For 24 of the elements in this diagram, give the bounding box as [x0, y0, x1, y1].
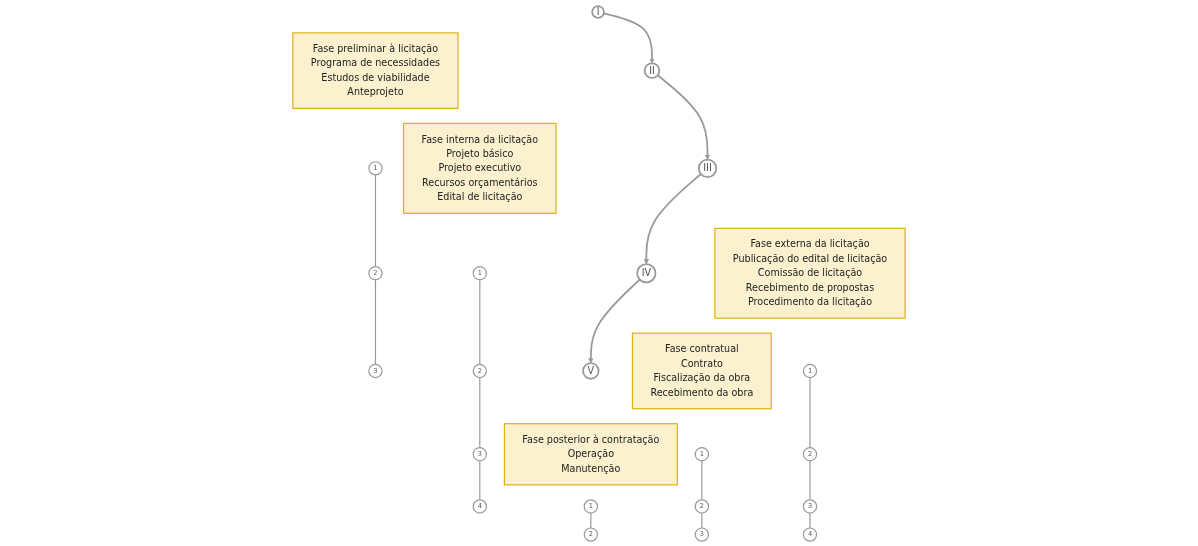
arrow — [656, 74, 711, 160]
connector — [479, 376, 481, 449]
node-circle: III — [697, 158, 718, 178]
connector — [479, 460, 481, 501]
node-box: Fase preliminar à licitação Programa de necessidades Estudos de viabilidade Anteprojeto — [292, 32, 459, 109]
node-circle: I — [591, 5, 605, 19]
connector — [809, 512, 811, 529]
arrow — [588, 278, 641, 364]
node-circle: IV — [636, 263, 657, 284]
node-box: Fase interna da licitação Projeto básico Projeto executivo Recursos orçamentários Edital de licitação — [402, 122, 557, 214]
connector — [374, 279, 377, 365]
connector — [479, 279, 481, 365]
node-box: Fase contratual Contrato Fiscalização da obra Recebimento da obra — [631, 332, 772, 410]
connector — [701, 512, 703, 529]
node-circle: II — [643, 62, 661, 79]
arrow — [602, 12, 655, 64]
connector — [809, 460, 811, 501]
node-circle: V — [582, 362, 600, 380]
connector — [374, 174, 377, 268]
connector — [701, 460, 703, 501]
node-box: Fase externa da licitação Publicação do edital de licitação Comissão de licitação Recebimento de propostas Procedimento da licitação — [714, 227, 906, 319]
node-box: Fase posterior à contratação Operação Manutenção — [503, 423, 678, 486]
arrow — [643, 173, 702, 265]
connector — [809, 376, 811, 449]
